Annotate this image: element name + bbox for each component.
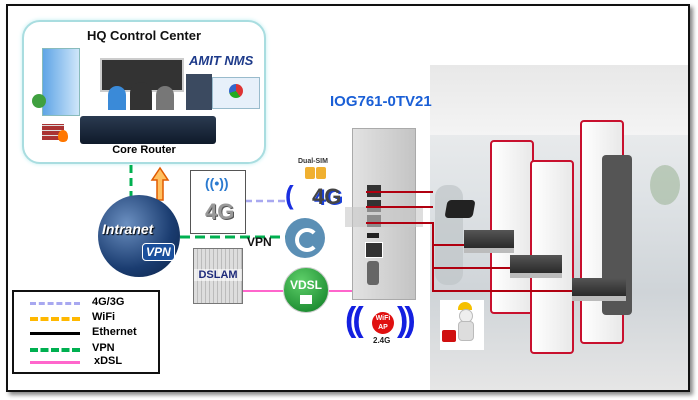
- lte-4g-label: 4G: [312, 184, 342, 209]
- vpn-badge: VPN: [142, 243, 175, 261]
- intranet-globe-icon: Intranet VPN: [98, 195, 180, 277]
- plant: [650, 165, 680, 205]
- wifi-ap-badge: WiFi AP: [372, 312, 394, 334]
- vdsl-label: VDSL: [289, 278, 322, 292]
- operator-icon: [156, 86, 174, 110]
- legend-label: WiFi: [92, 311, 116, 323]
- legend-item-vpn: VPN: [14, 342, 158, 356]
- vpn-line-label: VPN: [247, 235, 272, 249]
- intranet-label: Intranet: [102, 221, 154, 237]
- serial-port: [367, 261, 379, 285]
- operator-icon: [108, 86, 126, 110]
- dslam: DSLAM: [193, 248, 243, 304]
- dual-sim-label: Dual-SIM: [298, 158, 328, 165]
- iog761-gateway-device: [345, 128, 423, 300]
- embedded-pc-icon: [510, 255, 562, 278]
- legend-swatch: [30, 302, 80, 305]
- ethernet-line: [366, 191, 433, 193]
- din-rail: [345, 207, 423, 227]
- wan-port: [365, 242, 383, 258]
- toolbox-icon: [442, 330, 456, 342]
- embedded-pc-icon: [572, 278, 626, 301]
- core-router-label: Core Router: [112, 144, 176, 156]
- nms-label: AMIT NMS: [189, 53, 254, 68]
- hq-title: HQ Control Center: [86, 28, 202, 43]
- 4g-tower: ((•)) 4G: [190, 170, 246, 234]
- ethernet-line: [366, 206, 433, 208]
- hard-hat-icon: [458, 302, 472, 310]
- legend-label: xDSL: [94, 355, 123, 367]
- legend-swatch: [30, 348, 80, 352]
- ethernet-line: [432, 290, 574, 292]
- server-icon: [186, 74, 212, 110]
- legend-item-4g3g: 4G/3G: [14, 296, 158, 310]
- wireless-waves-icon: (: [285, 180, 294, 210]
- building-icon: [42, 48, 80, 116]
- core-router-icon: [80, 116, 216, 144]
- uplink-arrow-icon: [150, 166, 170, 201]
- vpn-router-icon: [285, 218, 325, 258]
- legend-label: 4G/3G: [92, 296, 125, 308]
- sim-card-icon: [316, 167, 326, 179]
- wireless-waves-icon: ((: [345, 301, 364, 339]
- vdsl-icon: VDSL: [283, 267, 329, 313]
- wireless-waves-icon: )): [397, 301, 416, 339]
- legend-label: Ethernet: [92, 326, 137, 338]
- tree-icon: [32, 94, 46, 108]
- dslam-label: DSLAM: [194, 269, 242, 281]
- modem-icon: [444, 200, 476, 218]
- ethernet-line: [432, 244, 480, 246]
- hq-control-center: HQ Control Center AMIT NMS Core Router: [22, 20, 266, 164]
- band-label: 2.4G: [373, 336, 391, 345]
- device-model-title: IOG761-0TV21: [330, 93, 432, 110]
- signal-icon: ((•)): [205, 175, 229, 191]
- legend: 4G/3G WiFi Ethernet VPN xDSL: [12, 290, 160, 374]
- legend-label: VPN: [92, 342, 115, 354]
- tower-4g-label: 4G: [205, 199, 235, 224]
- sim-card-icon: [305, 167, 315, 179]
- pie-chart-icon: [229, 84, 243, 98]
- ap-label: AP: [378, 324, 388, 331]
- rj11-port-icon: [300, 295, 312, 304]
- ethernet-line: [432, 222, 434, 292]
- wifi-label: WiFi: [375, 315, 391, 322]
- technician-icon: [440, 300, 484, 350]
- legend-item-xdsl: xDSL: [14, 355, 158, 369]
- legend-swatch: [30, 317, 80, 321]
- wifi-ap: (( )) WiFi AP 2.4G: [345, 301, 421, 347]
- ethernet-line: [366, 222, 433, 224]
- embedded-pc-icon: [464, 230, 514, 253]
- usb-port: [367, 233, 379, 238]
- operator-icon: [130, 82, 152, 110]
- fire-icon: [58, 130, 68, 142]
- ethernet-line: [432, 267, 510, 269]
- legend-swatch: [30, 332, 80, 335]
- legend-item-wifi: WiFi: [14, 311, 158, 325]
- legend-swatch: [30, 361, 80, 364]
- legend-item-ethernet: Ethernet: [14, 326, 158, 340]
